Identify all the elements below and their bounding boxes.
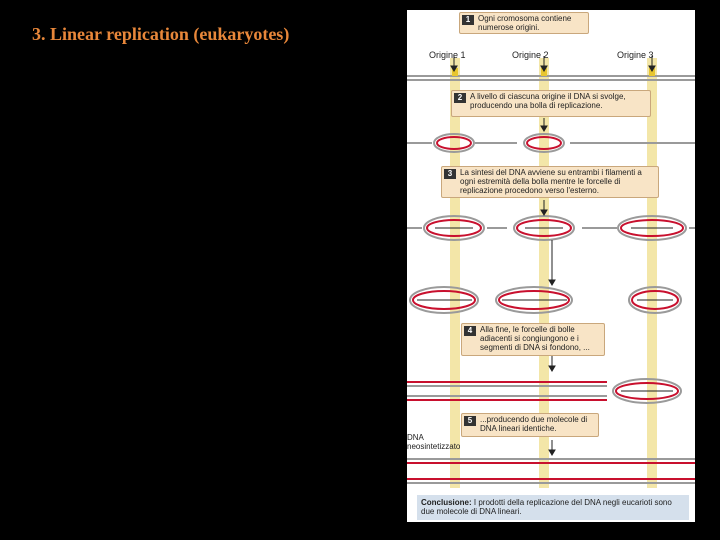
origin-label-2: Origine 2 bbox=[512, 50, 549, 60]
origin-band-1 bbox=[450, 58, 460, 488]
origin-label-3: Origine 3 bbox=[617, 50, 654, 60]
expanding-bubbles bbox=[409, 286, 682, 314]
origin-marker-3 bbox=[649, 68, 655, 76]
step-5-callout: 5 ...producendo due molecole di DNA line… bbox=[461, 413, 599, 437]
step-2-text: A livello di ciascuna origine il DNA si … bbox=[470, 92, 626, 110]
step-1-number: 1 bbox=[462, 15, 474, 25]
step-5-text: ...producendo due molecole di DNA linear… bbox=[480, 415, 588, 433]
slide-title: 3. Linear replication (eukaryotes) bbox=[32, 24, 290, 44]
step-2-number: 2 bbox=[454, 93, 466, 103]
new-dna-label: DNA neosintetizzato bbox=[407, 433, 461, 451]
replication-diagram bbox=[407, 56, 695, 488]
step-1-callout: 1 Ogni cromosoma contiene numerose origi… bbox=[459, 12, 589, 34]
replication-figure: Origine 1 Origine 2 Origine 3 1 Ogni cro… bbox=[407, 10, 695, 522]
daughter-molecules bbox=[407, 458, 695, 484]
merging-bubbles bbox=[407, 378, 682, 404]
step-4-number: 4 bbox=[464, 326, 476, 336]
origin-marker-1 bbox=[452, 68, 458, 76]
flow-arrows bbox=[450, 56, 656, 456]
small-bubbles bbox=[407, 133, 695, 153]
conclusion-box: Conclusione: I prodotti della replicazio… bbox=[417, 495, 689, 520]
step-3-text: La sintesi del DNA avviene su entrambi i… bbox=[460, 168, 642, 195]
origin-band-3 bbox=[647, 58, 657, 488]
origin-label-1: Origine 1 bbox=[429, 50, 466, 60]
origin-band-2 bbox=[539, 58, 549, 488]
parent-dna bbox=[407, 68, 695, 81]
growing-bubbles bbox=[407, 215, 695, 241]
conclusion-text: I prodotti della replicazione del DNA ne… bbox=[421, 498, 672, 516]
conclusion-label: Conclusione: bbox=[421, 498, 472, 507]
step-4-callout: 4 Alla fine, le forcelle di bolle adiace… bbox=[461, 323, 605, 356]
step-1-text: Ogni cromosoma contiene numerose origini… bbox=[478, 14, 572, 32]
step-2-callout: 2 A livello di ciascuna origine il DNA s… bbox=[451, 90, 651, 117]
step-4-text: Alla fine, le forcelle di bolle adiacent… bbox=[480, 325, 590, 352]
step-3-number: 3 bbox=[444, 169, 456, 179]
step-5-number: 5 bbox=[464, 416, 476, 426]
origin-marker-2 bbox=[541, 68, 547, 76]
step-3-callout: 3 La sintesi del DNA avviene su entrambi… bbox=[441, 166, 659, 198]
